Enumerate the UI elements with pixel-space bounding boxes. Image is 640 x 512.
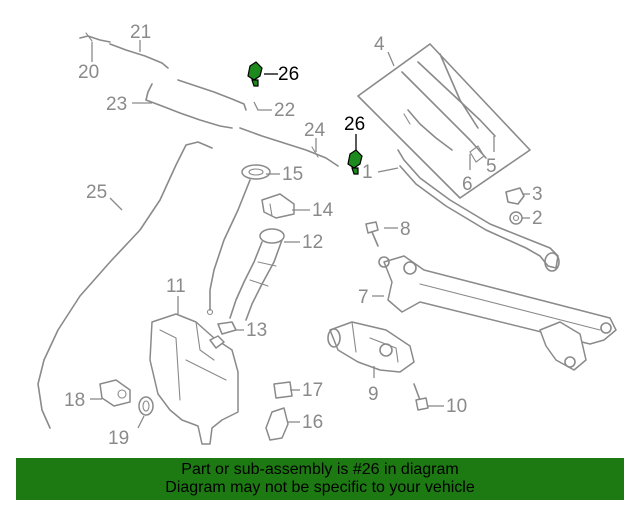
callout-22: 22 bbox=[274, 100, 295, 121]
hose-25[interactable] bbox=[37, 141, 213, 429]
hose-22-23[interactable] bbox=[145, 79, 247, 129]
bolt-8[interactable] bbox=[365, 221, 379, 247]
callout-15: 15 bbox=[282, 164, 303, 185]
callout-26-top: 26 bbox=[278, 64, 299, 85]
banner-line-1: Part or sub-assembly is #26 in diagram bbox=[181, 461, 459, 478]
callout-16: 16 bbox=[302, 412, 323, 433]
seal-19[interactable] bbox=[138, 396, 154, 416]
callout-25: 25 bbox=[86, 182, 107, 203]
bracket-14[interactable] bbox=[261, 193, 295, 219]
callout-5: 5 bbox=[486, 156, 497, 177]
reservoir-11[interactable] bbox=[149, 313, 239, 445]
callout-10: 10 bbox=[446, 396, 467, 417]
hose-20[interactable] bbox=[79, 32, 111, 43]
grommet-17[interactable] bbox=[273, 381, 293, 399]
callout-14: 14 bbox=[312, 200, 334, 221]
cap-15[interactable] bbox=[206, 164, 271, 316]
callout-26-right: 26 bbox=[344, 114, 365, 135]
callout-3: 3 bbox=[532, 184, 543, 205]
nozzle-26-top[interactable] bbox=[247, 61, 263, 87]
bolt-10[interactable] bbox=[413, 383, 429, 411]
callout-9: 9 bbox=[368, 384, 379, 405]
wiper-arm-1[interactable] bbox=[397, 149, 560, 272]
callout-23: 23 bbox=[106, 94, 127, 115]
banner-line-2: Diagram may not be specific to your vehi… bbox=[165, 479, 475, 496]
callout-19: 19 bbox=[108, 428, 129, 449]
callout-2: 2 bbox=[532, 208, 543, 229]
callout-7: 7 bbox=[358, 287, 369, 308]
callout-8: 8 bbox=[400, 219, 411, 240]
grommet-13[interactable] bbox=[217, 321, 237, 335]
blade-group-4[interactable] bbox=[357, 43, 531, 199]
leader-lines bbox=[90, 40, 530, 429]
callout-1: 1 bbox=[362, 162, 373, 183]
callout-17: 17 bbox=[302, 380, 323, 401]
callout-11: 11 bbox=[166, 276, 186, 297]
hose-24[interactable] bbox=[239, 127, 339, 167]
callout-12: 12 bbox=[302, 232, 323, 253]
callout-6: 6 bbox=[462, 174, 473, 195]
parts-diagram: 20 21 22 23 24 25 26 26 4 5 6 1 3 2 8 7 … bbox=[37, 22, 617, 449]
callout-20: 20 bbox=[78, 62, 99, 83]
pump-16[interactable] bbox=[265, 407, 289, 441]
info-banner: Part or sub-assembly is #26 in diagram D… bbox=[16, 458, 624, 500]
wiper-motor-9[interactable] bbox=[327, 321, 415, 373]
hose-21[interactable] bbox=[109, 43, 169, 69]
callout-24: 24 bbox=[304, 120, 326, 141]
nut-2[interactable] bbox=[509, 211, 523, 225]
callout-4: 4 bbox=[374, 34, 385, 55]
cap-3[interactable] bbox=[505, 187, 525, 205]
wiper-linkage-7[interactable] bbox=[378, 255, 617, 371]
callout-21: 21 bbox=[130, 22, 151, 43]
filler-neck-12[interactable] bbox=[229, 228, 285, 321]
connector-18[interactable] bbox=[99, 379, 131, 407]
callout-18: 18 bbox=[64, 390, 85, 411]
callout-13: 13 bbox=[246, 320, 267, 341]
nozzle-26-right[interactable] bbox=[347, 149, 363, 175]
